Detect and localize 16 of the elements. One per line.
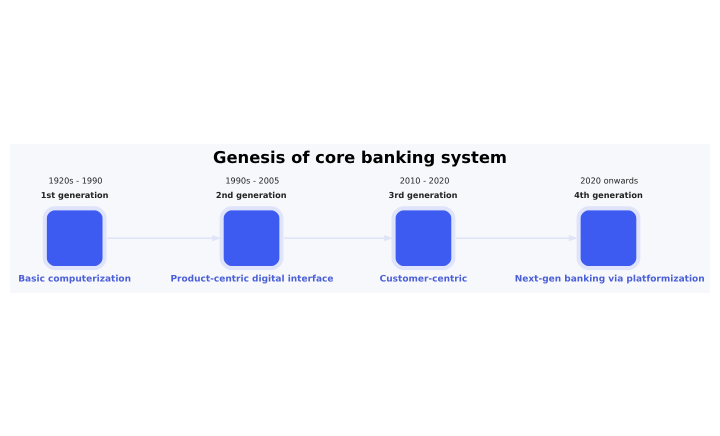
node-label: Next-gen banking via platformization <box>514 274 705 284</box>
node-label: 1st generation <box>40 190 108 200</box>
arrow <box>107 234 222 241</box>
node-label: 2nd generation <box>216 190 287 200</box>
arrow <box>284 234 394 241</box>
node-label: Basic computerization <box>18 274 132 284</box>
node-label: 1920s - 1990 <box>48 174 102 185</box>
arrow <box>456 234 578 241</box>
diagram-title: Genesis of core banking system <box>213 147 507 166</box>
node-label: Product-centric digital interface <box>170 274 334 284</box>
node-label: Customer-centric <box>380 274 468 284</box>
node-label: 1990s - 2005 <box>225 174 280 185</box>
node-label: 3rd generation <box>388 190 458 200</box>
node-label: 4th generation <box>574 190 643 200</box>
node-label: 2010 - 2020 <box>400 174 450 185</box>
node-label: 2020 onwards <box>580 174 638 185</box>
